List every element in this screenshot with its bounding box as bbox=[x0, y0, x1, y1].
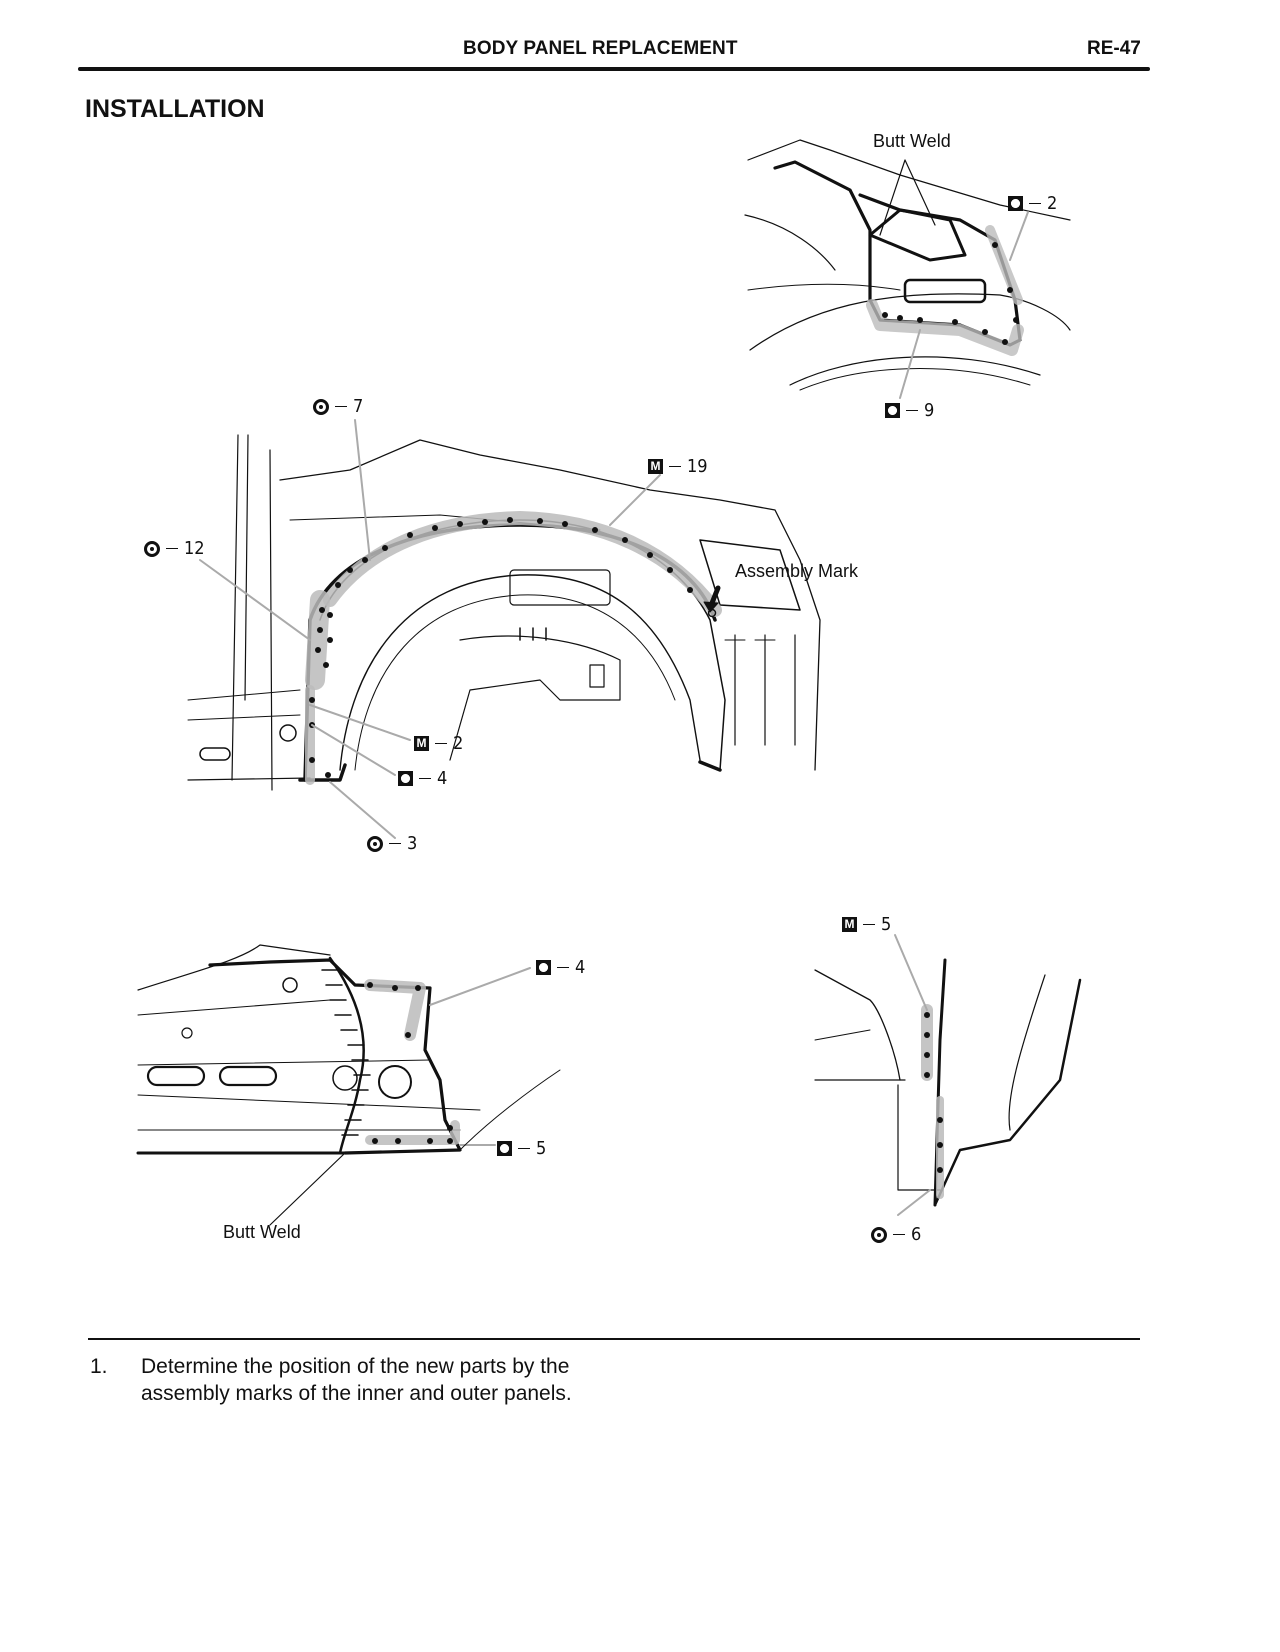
header-rule bbox=[78, 67, 1150, 71]
weld-count: 12 bbox=[184, 538, 205, 559]
weld-count: 6 bbox=[911, 1224, 922, 1245]
step-1: 1. Determine the position of the new par… bbox=[90, 1353, 572, 1407]
page-header-title: BODY PANEL REPLACEMENT bbox=[463, 38, 738, 59]
weld-count: 2 bbox=[453, 733, 464, 754]
mig-weld-icon: M bbox=[414, 736, 429, 751]
section-title: INSTALLATION bbox=[85, 95, 265, 123]
page-number: RE-47 bbox=[1087, 38, 1141, 59]
callout-main-19: M 19 bbox=[648, 456, 708, 477]
weld-count: 19 bbox=[687, 456, 708, 477]
step-divider bbox=[88, 1338, 1140, 1340]
spot-weld-square-icon bbox=[497, 1141, 512, 1156]
dash bbox=[389, 842, 401, 845]
mig-weld-icon: M bbox=[842, 917, 857, 932]
dash bbox=[435, 742, 447, 745]
assembly-mark-label: Assembly Mark bbox=[735, 561, 859, 581]
weld-count: 5 bbox=[536, 1138, 547, 1159]
dash bbox=[166, 547, 178, 550]
spot-weld-square-icon bbox=[536, 960, 551, 975]
figure-top-right-drawing bbox=[744, 139, 1071, 399]
dash bbox=[518, 1147, 530, 1150]
dash bbox=[906, 409, 918, 412]
dash bbox=[557, 966, 569, 969]
spot-weld-square-icon bbox=[885, 403, 900, 418]
dash bbox=[1029, 202, 1041, 205]
step-number: 1. bbox=[90, 1355, 108, 1378]
callout-top-right-2: 2 bbox=[1008, 193, 1057, 214]
callout-main-3: 3 bbox=[367, 833, 417, 854]
weld-count: 5 bbox=[881, 914, 892, 935]
weld-count: 9 bbox=[924, 400, 935, 421]
spot-weld-square-icon bbox=[398, 771, 413, 786]
spot-weld-round-icon bbox=[313, 398, 329, 415]
spot-weld-round-icon bbox=[367, 835, 383, 852]
callout-main-7: 7 bbox=[313, 396, 363, 417]
mig-weld-icon: M bbox=[648, 459, 663, 474]
callout-top-right-9: 9 bbox=[885, 400, 934, 421]
spot-weld-round-icon bbox=[871, 1226, 887, 1243]
callout-bottom-left-4: 4 bbox=[536, 957, 585, 978]
step-text-line-2: assembly marks of the inner and outer pa… bbox=[141, 1382, 572, 1405]
weld-count: 4 bbox=[437, 768, 448, 789]
step-text-line-1: Determine the position of the new parts … bbox=[141, 1355, 570, 1378]
dash bbox=[669, 465, 681, 468]
weld-count: 2 bbox=[1047, 193, 1058, 214]
weld-count: 4 bbox=[575, 957, 586, 978]
callout-bottom-right-6: 6 bbox=[871, 1224, 921, 1245]
butt-weld-label-bottom: Butt Weld bbox=[223, 1222, 301, 1242]
callout-main-4: 4 bbox=[398, 768, 447, 789]
dash bbox=[893, 1233, 905, 1236]
dash bbox=[863, 923, 875, 926]
figure-bottom-right-drawing bbox=[814, 934, 1082, 1216]
dash bbox=[335, 405, 347, 408]
step-text: Determine the position of the new parts … bbox=[141, 1353, 572, 1407]
callout-main-12: 12 bbox=[144, 538, 205, 559]
figure-bottom-left-drawing bbox=[136, 944, 561, 1226]
weld-count: 3 bbox=[407, 833, 418, 854]
spot-weld-square-icon bbox=[1008, 196, 1023, 211]
spot-weld-round-icon bbox=[144, 540, 160, 557]
weld-count: 7 bbox=[353, 396, 364, 417]
figure-main-drawing bbox=[187, 419, 821, 839]
technical-illustrations bbox=[136, 139, 1082, 1226]
callout-bottom-left-5: 5 bbox=[497, 1138, 546, 1159]
butt-weld-label-top: Butt Weld bbox=[873, 131, 951, 151]
dash bbox=[419, 777, 431, 780]
